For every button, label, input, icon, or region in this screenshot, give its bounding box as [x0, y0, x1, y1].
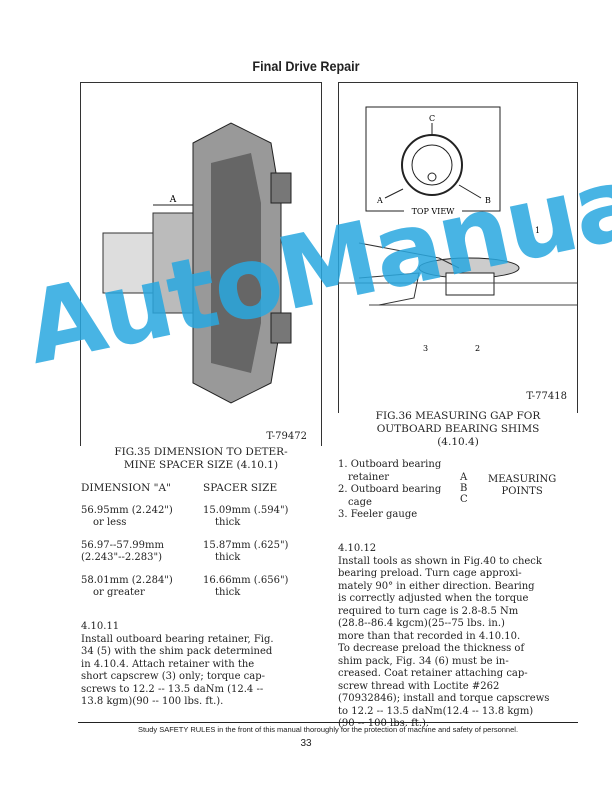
text-line: Install tools as shown in Fig.40 to chec…: [338, 555, 542, 567]
cell: 56.97--57.99mm: [81, 539, 164, 551]
caption-line: OUTBOARD BEARING SHIMS: [376, 423, 540, 435]
legend-item: 2. Outboard bearing: [338, 484, 442, 495]
text-line: in 4.10.4. Attach retainer with the: [81, 658, 255, 670]
point-a-label: A: [376, 196, 383, 205]
text-line: screw thread with Loctite #262: [338, 680, 500, 692]
cell: (2.243"--2.283"): [81, 552, 163, 563]
cell: 58.01mm (2.284"): [81, 574, 173, 586]
callout-3: 3: [423, 344, 428, 353]
cell: thick: [215, 587, 241, 598]
text-line: To decrease preload the thickness of: [338, 643, 525, 654]
parts-legend: 1. Outboard bearing retainer 2. Outboard…: [338, 459, 468, 522]
section-heading: 4.10.11: [81, 621, 120, 632]
cell: thick: [215, 517, 241, 528]
cell: or less: [93, 517, 127, 528]
cell: or greater: [93, 587, 145, 598]
letter: A: [460, 472, 468, 483]
figure-35: A T-79472: [80, 82, 322, 453]
text-line: short capscrew (3) only; torque cap-: [81, 671, 266, 682]
caption-line: FIG.36 MEASURING GAP FOR: [372, 410, 544, 423]
legend-item: cage: [348, 496, 372, 508]
caption-line: MINE SPACER SIZE (4.10.1): [123, 459, 279, 471]
legend-item: 1. Outboard bearing: [338, 459, 442, 470]
label-line: MEASURING: [488, 474, 557, 485]
measuring-gap-illustration: C A B TOP VIEW 1 2 3: [339, 106, 577, 353]
text-line: Install outboard bearing retainer, Fig.: [81, 633, 274, 645]
text-line: creased. Coat retainer attaching cap-: [338, 668, 528, 679]
table-row: 58.01mm (2.284")or greater 16.66mm (.656…: [81, 575, 323, 600]
text-line: screws to 12.2 -- 13.5 daNm (12.4 --: [81, 683, 264, 695]
cell: 56.95mm (2.242"): [81, 504, 173, 516]
text-line: (90 -- 100 lbs. ft.).: [338, 718, 430, 729]
footer-safety-note: Study SAFETY RULES in the front of this …: [78, 722, 578, 734]
letter: B: [460, 483, 468, 494]
fig36-caption: FIG.36 MEASURING GAP FOR OUTBOARD BEARIN…: [338, 410, 578, 449]
top-view-label: TOP VIEW: [412, 207, 456, 216]
callout-2: 2: [475, 344, 480, 353]
page-title: Final Drive Repair: [252, 58, 360, 74]
text-line: 13.8 kgm)(90 -- 100 lbs. ft.).: [81, 696, 224, 707]
callout-1: 1: [535, 226, 540, 235]
letter: C: [460, 494, 468, 505]
legend-item: 3. Feeler gauge: [338, 509, 418, 520]
legend-item: retainer: [348, 471, 390, 483]
figure-36: C A B TOP VIEW 1 2 3 T-77418: [338, 82, 578, 413]
table-row: 56.97--57.99mm(2.243"--2.283") 15.87mm (…: [81, 540, 323, 565]
page-number: 33: [300, 738, 312, 749]
section-4-10-11: 4.10.11 Install outboard bearing retaine…: [81, 621, 321, 709]
dimension-a-label: A: [169, 195, 177, 205]
text-line: (70932846); install and torque capscrews: [338, 693, 550, 704]
text-line: required to turn cage is 2.8-8.5 Nm: [338, 605, 519, 617]
cell: 15.09mm (.594"): [203, 504, 289, 516]
text-line: mately 90° in either direction. Bearing: [338, 580, 535, 592]
text-line: to 12.2 -- 13.5 daNm(12.4 -- 13.8 kgm): [338, 705, 534, 717]
caption-line: FIG.35 DIMENSION TO DETER-: [114, 446, 288, 458]
point-b-label: B: [485, 196, 491, 205]
section-heading: 4.10.12: [338, 543, 377, 554]
text-line: bearing preload. Turn cage approxi-: [338, 568, 522, 579]
point-c-label: C: [429, 114, 435, 123]
text-line: is correctly adjusted when the torque: [338, 593, 529, 604]
label-line: POINTS: [501, 486, 543, 497]
cell: 15.87mm (.625"): [203, 539, 289, 551]
text-line: (28.8--86.4 kgcm)(25--75 lbs. in.): [338, 618, 505, 629]
spacer-size-table: DIMENSION "A" SPACER SIZE 56.95mm (2.242…: [81, 482, 323, 600]
column-header: DIMENSION "A": [81, 482, 171, 494]
column-header: SPACER SIZE: [203, 482, 278, 494]
fig36-ref: T-77418: [526, 391, 567, 402]
table-row: 56.95mm (2.242")or less 15.09mm (.594")t…: [81, 505, 323, 530]
text-line: more than that recorded in 4.10.10.: [338, 630, 521, 642]
final-drive-cross-section-illustration: A: [102, 122, 292, 404]
measuring-points-label: MEASURING POINTS: [488, 474, 556, 498]
section-4-10-12: 4.10.12 Install tools as shown in Fig.40…: [338, 543, 583, 731]
table-header: DIMENSION "A" SPACER SIZE: [81, 482, 323, 495]
caption-line: (4.10.4): [437, 436, 479, 448]
fig35-ref: T-79472: [266, 431, 307, 442]
cell: 16.66mm (.656"): [203, 574, 289, 586]
text-line: shim pack, Fig. 34 (6) must be in-: [338, 655, 509, 667]
cell: thick: [215, 552, 241, 563]
fig35-caption: FIG.35 DIMENSION TO DETER- MINE SPACER S…: [80, 446, 322, 472]
measuring-letters: A B C: [460, 472, 468, 505]
text-line: 34 (5) with the shim pack determined: [81, 646, 273, 657]
